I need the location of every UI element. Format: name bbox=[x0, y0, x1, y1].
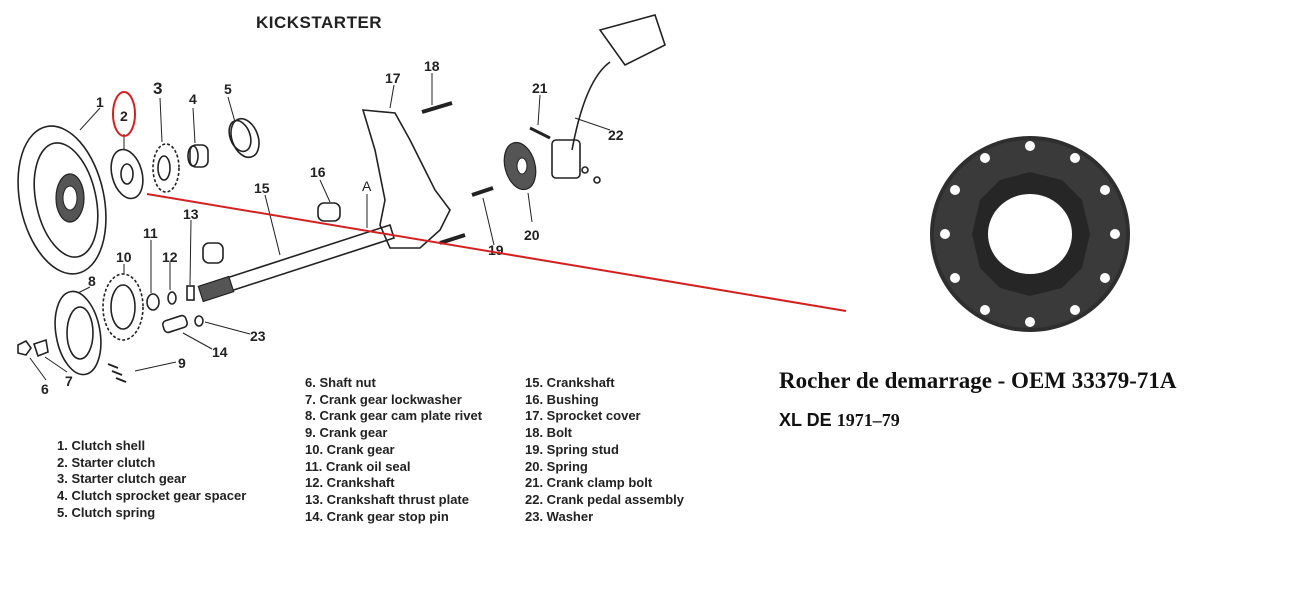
callout-19: 19 bbox=[488, 242, 504, 258]
part-washer bbox=[194, 315, 204, 327]
callout-9: 9 bbox=[178, 355, 186, 371]
legend-item: 5. Clutch spring bbox=[57, 504, 156, 520]
callout-2: 2 bbox=[120, 108, 128, 124]
callout-14: 14 bbox=[212, 344, 228, 360]
callout-23: 23 bbox=[250, 328, 266, 344]
product-subtitle: XL DE 1971–79 bbox=[779, 410, 900, 431]
callout-18: 18 bbox=[424, 58, 440, 74]
part-spacer bbox=[187, 144, 209, 168]
part-spring bbox=[503, 141, 537, 191]
part-starter-clutch-gear bbox=[152, 143, 180, 193]
part-bolt-2 bbox=[439, 233, 466, 245]
leader-lines bbox=[29, 73, 611, 381]
legend-item: 17. Sprocket cover bbox=[525, 408, 641, 424]
part-crank-pedal bbox=[551, 14, 666, 184]
part-oil-seal bbox=[146, 293, 160, 311]
part-bushing-2 bbox=[202, 242, 224, 264]
legend-item: 16. Bushing bbox=[525, 391, 599, 407]
part-crankshaft bbox=[197, 223, 395, 303]
part-clutch-shell bbox=[17, 125, 107, 275]
legend-item: 19. Spring stud bbox=[525, 441, 619, 457]
product-photo-starter-clutch bbox=[930, 136, 1130, 332]
legend-item: 7. Crank gear lockwasher bbox=[305, 391, 462, 407]
product-model: XL DE bbox=[779, 410, 832, 430]
legend-item: 6. Shaft nut bbox=[305, 375, 376, 390]
legend-column-3: 15. Crankshaft 16. Bushing 17. Sprocket … bbox=[525, 375, 684, 525]
legend-item: 10. Crank gear bbox=[305, 441, 395, 457]
callout-a: A bbox=[362, 178, 372, 194]
callout-10: 10 bbox=[116, 249, 132, 265]
callout-16: 16 bbox=[310, 164, 326, 180]
part-stop-pin bbox=[161, 314, 189, 334]
legend-item: 2. Starter clutch bbox=[57, 454, 156, 470]
legend-item: 15. Crankshaft bbox=[525, 375, 615, 390]
part-shaft-nut bbox=[17, 339, 32, 356]
legend-item: 12. Crankshaft bbox=[305, 475, 395, 491]
legend-item: 20. Spring bbox=[525, 458, 588, 474]
callout-17: 17 bbox=[385, 70, 401, 86]
callout-8: 8 bbox=[88, 273, 96, 289]
legend-item: 9. Crank gear bbox=[305, 425, 388, 441]
legend-item: 3. Starter clutch gear bbox=[57, 471, 187, 487]
diagram-title: KICKSTARTER bbox=[256, 13, 383, 32]
part-bushing bbox=[317, 202, 341, 222]
legend-item: 11. Crank oil seal bbox=[305, 458, 411, 474]
legend-item: 8. Crank gear cam plate rivet bbox=[305, 408, 483, 424]
part-clamp-bolt bbox=[529, 126, 551, 140]
legend-item: 23. Washer bbox=[525, 508, 594, 524]
legend-item: 1. Clutch shell bbox=[57, 438, 146, 453]
callout-11: 11 bbox=[143, 225, 158, 241]
callout-6: 6 bbox=[41, 381, 49, 397]
callout-12: 12 bbox=[162, 249, 178, 265]
callout-22: 22 bbox=[608, 127, 624, 143]
legend-item: 18. Bolt bbox=[525, 425, 572, 441]
callout-21: 21 bbox=[532, 80, 548, 96]
part-bolt bbox=[421, 101, 453, 114]
callout-20: 20 bbox=[524, 227, 540, 243]
callout-1: 1 bbox=[96, 94, 104, 110]
part-starter-clutch bbox=[110, 148, 144, 200]
part-sprocket-cover bbox=[361, 109, 451, 249]
legend-item: 21. Crank clamp bolt bbox=[525, 475, 653, 491]
callout-5: 5 bbox=[224, 81, 232, 97]
legend-item: 22. Crank pedal assembly bbox=[525, 491, 684, 507]
product-years: 1971–79 bbox=[836, 410, 900, 430]
legend-column-2: 6. Shaft nut 7. Crank gear lockwasher 8.… bbox=[305, 375, 482, 525]
part-crank-gear bbox=[102, 273, 144, 341]
callout-13: 13 bbox=[183, 206, 199, 222]
legend-item: 13. Crankshaft thrust plate bbox=[305, 491, 469, 507]
part-lockwasher bbox=[32, 338, 49, 358]
callout-7: 7 bbox=[65, 373, 73, 389]
legend-item: 4. Clutch sprocket gear spacer bbox=[57, 488, 247, 504]
part-crankshaft-washer bbox=[167, 291, 177, 305]
part-cam-plate bbox=[54, 290, 102, 376]
legend-column-1: 1. Clutch shell 2. Starter clutch 3. Sta… bbox=[57, 438, 246, 522]
part-clutch-spring bbox=[228, 117, 260, 159]
product-title: Rocher de demarrage - OEM 33379-71A bbox=[779, 368, 1177, 393]
callout-4: 4 bbox=[189, 91, 197, 107]
callout-labels: 1 2 3 4 5 6 7 8 9 10 11 12 13 14 15 16 1… bbox=[41, 58, 624, 397]
part-spring-stud bbox=[471, 186, 494, 197]
highlight-pointer-line bbox=[146, 193, 847, 312]
legend-item: 14. Crank gear stop pin bbox=[305, 508, 449, 524]
callout-15: 15 bbox=[254, 180, 270, 196]
part-thrust-plate bbox=[186, 285, 195, 301]
part-rivets bbox=[107, 363, 127, 383]
highlight-circle bbox=[112, 91, 136, 137]
callout-3: 3 bbox=[153, 79, 162, 98]
